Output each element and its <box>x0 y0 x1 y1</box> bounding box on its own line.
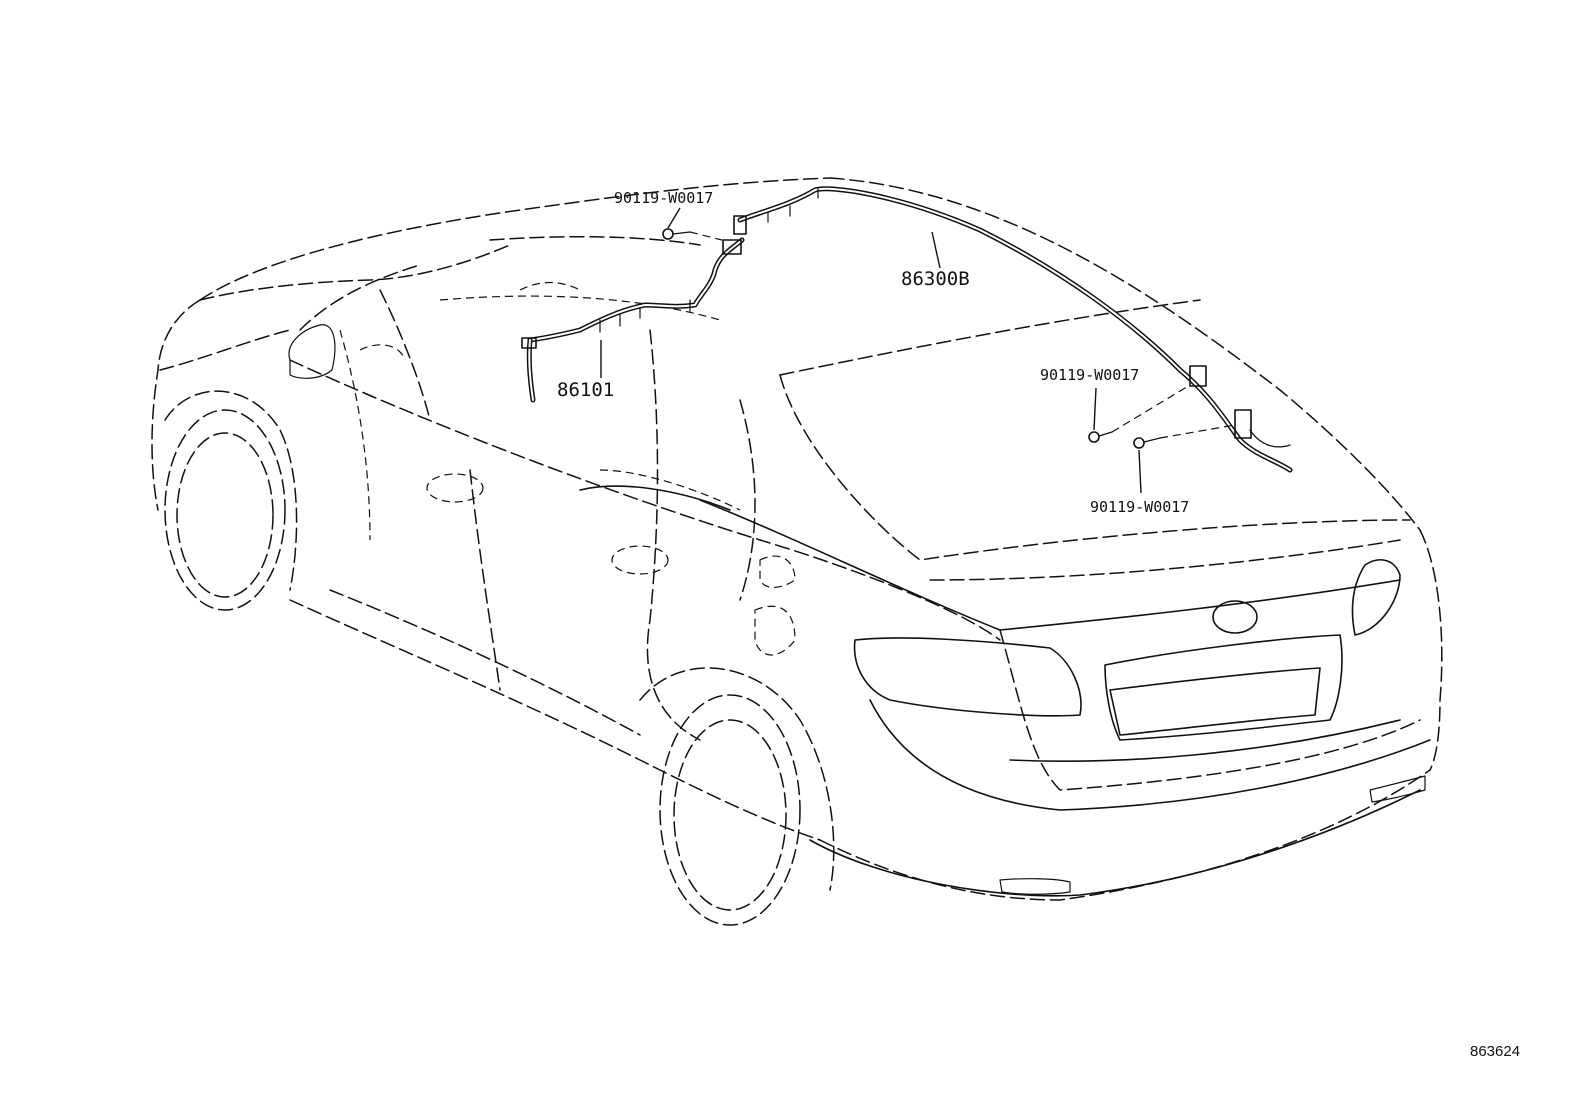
bolt-right-lower <box>1133 424 1236 449</box>
front-harness-86101 <box>521 237 745 403</box>
roof-harness-86300b <box>733 186 1293 473</box>
callout-bolt-right-lower: 90119-W0017 <box>1090 498 1189 516</box>
front-wheel <box>164 409 286 611</box>
rear-body-details <box>579 485 1431 897</box>
callout-roof-harness: 86300B <box>901 268 970 290</box>
leader-lines <box>600 207 1142 494</box>
callout-front-harness: 86101 <box>557 379 614 401</box>
rear-wheel <box>659 694 801 926</box>
car-body-outline <box>151 177 1443 901</box>
callout-bolt-top: 90119-W0017 <box>614 189 713 207</box>
figure-reference-number: 863624 <box>1470 1043 1520 1060</box>
bolt-top <box>662 228 723 241</box>
bolt-right-upper <box>1088 384 1191 443</box>
callout-bolt-right-upper: 90119-W0017 <box>1040 366 1139 384</box>
